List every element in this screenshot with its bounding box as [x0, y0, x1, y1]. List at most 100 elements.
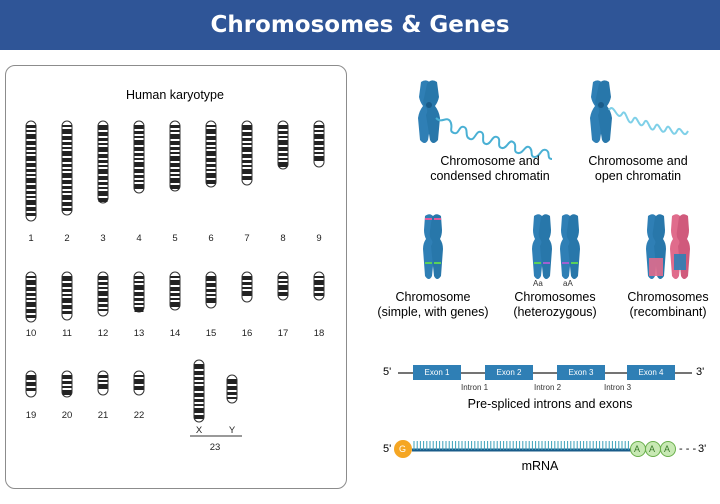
heterozygous-chromosomes: [532, 214, 580, 279]
mrna-cap-label: G: [399, 444, 407, 454]
chromosome-label-19: 19: [25, 410, 37, 421]
chromosome-x: [193, 359, 205, 423]
chromosome-label-5: 5: [172, 233, 178, 244]
condensed-caption-line1: Chromosome and: [440, 154, 540, 168]
chromosome-label-4: 4: [136, 233, 142, 244]
chromosome-15: [205, 271, 217, 309]
chromosome-label-23: 23: [209, 442, 221, 453]
chromosome-label-x: X: [195, 425, 203, 436]
chromosome-label-17: 17: [277, 328, 289, 339]
chromosome-y: [226, 374, 238, 404]
chromosome-13: [133, 271, 145, 313]
mrna-3prime: 3': [698, 443, 707, 455]
chromosome-12: [97, 271, 109, 317]
exon-2: [485, 365, 533, 380]
chromosome-9: [313, 120, 325, 168]
exon-4: [627, 365, 675, 380]
chromosome-21: [97, 370, 109, 396]
chromosome-label-21: 21: [97, 410, 109, 421]
chromosome-label-y: Y: [228, 425, 236, 436]
chromosome-14: [169, 271, 181, 311]
chromosome-1: [25, 120, 37, 222]
open-caption-line2: open chromatin: [594, 169, 682, 183]
condensed-caption-line2: condensed chromatin: [430, 169, 550, 183]
gene-5prime: 5': [383, 366, 392, 378]
chromosome-10: [25, 271, 37, 323]
exon-1-label: Exon 1: [424, 368, 450, 377]
exon-4-label: Exon 4: [638, 368, 664, 377]
chromosome-label-13: 13: [133, 328, 145, 339]
open-caption: Chromosome and open chromatin: [578, 154, 698, 184]
allele-right-label: aA: [563, 279, 573, 288]
chromosome-18: [313, 271, 325, 301]
recombinant-caption-line1: Chromosomes: [627, 290, 709, 304]
simple-chromosome: [423, 214, 443, 279]
chromosome-label-6: 6: [208, 233, 214, 244]
polya-tail-3: [660, 441, 676, 457]
recombinant-caption: Chromosomes (recombinant): [616, 290, 720, 320]
chromosome-5: [169, 120, 181, 192]
recombinant-chromosomes: [646, 214, 690, 279]
exon-1: [413, 365, 461, 380]
chromosome-11: [61, 271, 73, 321]
chromosome-17: [277, 271, 289, 301]
page-title: Chromosomes & Genes: [210, 12, 510, 38]
mrna-5prime: 5': [383, 443, 392, 455]
karyotype-title: Human karyotype: [126, 88, 224, 102]
allele-left-label: Aa: [533, 279, 543, 288]
simple-caption-line2: (simple, with genes): [377, 305, 489, 319]
open-chromosome: [590, 80, 612, 143]
heterozygous-caption-line1: Chromosomes: [514, 290, 596, 304]
chromosome-label-15: 15: [205, 328, 217, 339]
chromosome-6: [205, 120, 217, 188]
chromosome-label-8: 8: [280, 233, 286, 244]
chromosome-7: [241, 120, 253, 186]
chromosome-4: [133, 120, 145, 194]
mrna-cap-circle: [394, 440, 412, 458]
open-caption-line1: Chromosome and: [588, 154, 688, 168]
exon-3-label: Exon 3: [568, 368, 594, 377]
chromosome-label-22: 22: [133, 410, 145, 421]
exon-3: [557, 365, 605, 380]
chromosome-label-7: 7: [244, 233, 250, 244]
intron-1-label: Intron 1: [461, 383, 489, 392]
karyotype-panel: [5, 65, 347, 489]
intron-3-label: Intron 3: [604, 383, 632, 392]
chromosome-label-10: 10: [25, 328, 37, 339]
chromosome-label-18: 18: [313, 328, 325, 339]
chromosome-label-16: 16: [241, 328, 253, 339]
mrna-caption: mRNA: [521, 459, 559, 473]
heterozygous-caption-line2: (heterozygous): [513, 305, 597, 319]
chromosome-16: [241, 271, 253, 303]
chromosome-label-11: 11: [62, 328, 72, 339]
polya-3-label: A: [664, 444, 671, 454]
polya-1-label: A: [634, 444, 641, 454]
exon-2-label: Exon 2: [496, 368, 522, 377]
chromosome-19: [25, 370, 37, 398]
intron-2-label: Intron 2: [534, 383, 562, 392]
open-chromatin-strand: [608, 107, 689, 136]
polya-2-label: A: [649, 444, 656, 454]
chromosome-2: [61, 120, 73, 216]
chromosome-label-12: 12: [97, 328, 109, 339]
chromosome-22: [133, 370, 145, 396]
chromosome-label-3: 3: [100, 233, 106, 244]
condensed-chromosome: [418, 80, 440, 143]
simple-caption: Chromosome (simple, with genes): [368, 290, 498, 320]
chromosome-3: [97, 120, 109, 204]
chromosome-label-14: 14: [169, 328, 181, 339]
chromosome-label-20: 20: [61, 410, 73, 421]
heterozygous-caption: Chromosomes (heterozygous): [500, 290, 610, 320]
chromosome-label-2: 2: [64, 233, 70, 244]
mrna-dashes: - - -: [679, 443, 697, 455]
chromosome-8: [277, 120, 289, 170]
chromosome-label-1: 1: [28, 233, 34, 244]
gene-structure-caption: Pre-spliced introns and exons: [467, 397, 633, 411]
condensed-chromatin-coil: [435, 117, 553, 160]
condensed-caption: Chromosome and condensed chromatin: [410, 154, 570, 184]
